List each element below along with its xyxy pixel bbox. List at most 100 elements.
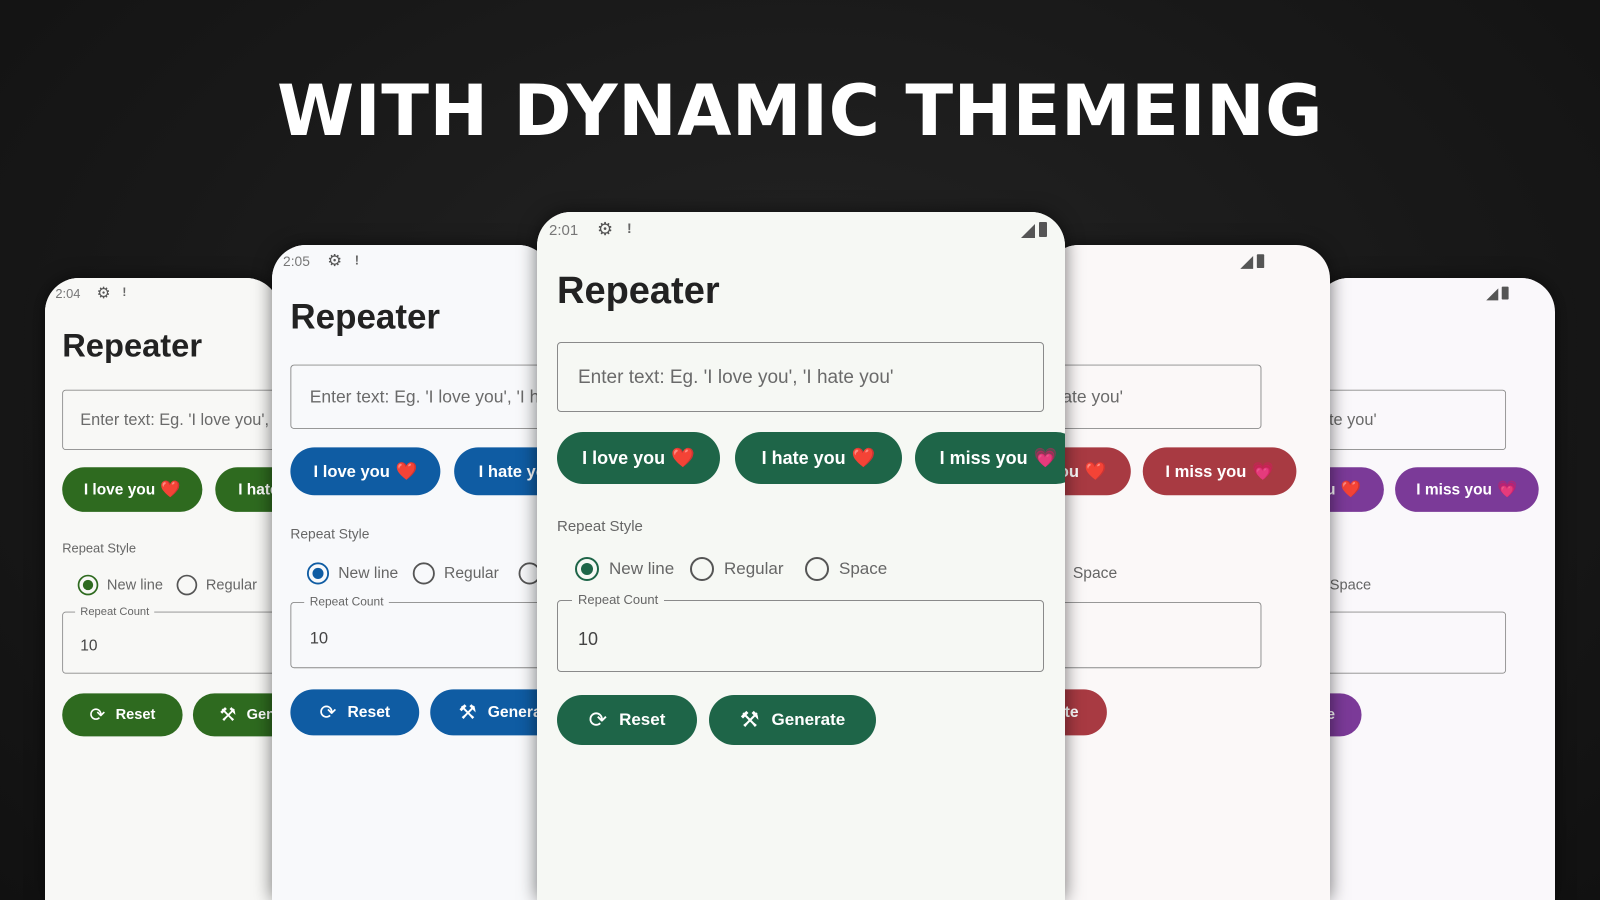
suggestion-chips: I love you ❤️ I hate you ❤️ I miss you 💗 xyxy=(1315,467,1555,512)
repeat-count-input[interactable]: Repeat Count 10 xyxy=(1315,611,1507,674)
headline: WITH DYNAMIC THEMEING xyxy=(276,70,1324,152)
radio-circle xyxy=(77,574,99,596)
text-input[interactable]: Enter text: Eg. 'I love you', 'I hate yo… xyxy=(62,389,280,450)
repeat-count-input[interactable]: Repeat Count 10 xyxy=(62,604,280,674)
heart-icon: 💗 xyxy=(1251,462,1274,482)
radio-new-line[interactable]: New line xyxy=(575,556,674,582)
reset-button[interactable]: ⟳ Reset xyxy=(290,689,420,736)
radio-circle xyxy=(412,562,435,585)
app-screen: 2:01 ⚙ ! Repeater Enter text: Eg. 'I lov… xyxy=(537,212,1065,900)
heart-icon: ❤️ xyxy=(851,448,876,469)
reset-button[interactable]: ⟳ Reset xyxy=(62,693,183,737)
radio-circle xyxy=(575,557,599,581)
repeat-style-label: Repeat Style xyxy=(557,518,643,535)
magic-wand-icon: ⚒ xyxy=(458,700,477,724)
refresh-icon: ⟳ xyxy=(89,703,106,726)
alert-icon: ! xyxy=(354,252,360,268)
repeat-style-label: Repeat Style xyxy=(62,541,137,556)
radio-circle xyxy=(805,557,829,581)
chip-miss[interactable]: I miss you 💗 xyxy=(1395,467,1539,512)
radio-label: New line xyxy=(609,559,675,578)
radio-circle xyxy=(176,574,198,596)
text-input[interactable]: Enter text: Eg. 'I love you', 'I hate yo… xyxy=(1315,389,1507,450)
chip-label: I miss you xyxy=(939,447,1028,468)
generate-button-label: Generate xyxy=(487,703,552,721)
radio-label: Space xyxy=(1072,564,1118,582)
radio-space[interactable]: Space xyxy=(805,556,887,582)
signal-icon xyxy=(1021,224,1035,238)
chip-hate[interactable]: I hate you ❤️ xyxy=(454,447,552,496)
radio-label: New line xyxy=(106,576,163,593)
suggestion-chips: I love you ❤️ I hate you ❤️ I miss you 💗 xyxy=(62,467,280,512)
magic-wand-icon: ⚒ xyxy=(219,703,237,726)
battery-icon xyxy=(1501,286,1509,300)
app-screen: ⚙ ! Repeater Enter text: Eg. 'I love you… xyxy=(1315,278,1539,880)
heart-icon: ❤️ xyxy=(1340,480,1361,500)
heart-icon: ❤️ xyxy=(160,480,181,500)
alert-icon: ! xyxy=(627,220,632,236)
text-input[interactable]: Enter text: Eg. 'I love you', 'I hate yo… xyxy=(1045,364,1262,429)
app-title: Repeater xyxy=(62,327,203,364)
radio-circle xyxy=(306,562,330,585)
chip-hate[interactable]: I hate you ❤️ xyxy=(735,432,902,484)
chip-hate[interactable]: I hate you ❤️ xyxy=(215,467,280,512)
repeat-count-input[interactable]: Repeat Count 10 xyxy=(290,594,552,669)
generate-button[interactable]: ⚒ Generate xyxy=(709,695,876,745)
radio-regular[interactable]: Regular xyxy=(412,561,499,585)
status-time: 2:01 xyxy=(549,222,579,239)
repeat-count-value: 10 xyxy=(80,636,98,654)
gear-icon: ⚙ xyxy=(96,284,111,302)
reset-button-label: Reset xyxy=(115,706,156,723)
reset-button[interactable]: ⟳ Reset xyxy=(557,695,697,745)
chip-love[interactable]: I love you ❤️ xyxy=(557,432,720,484)
reset-button-label: Reset xyxy=(619,710,666,729)
app-screen: ⚙ ! Repeater Enter text: Eg. 'I love you… xyxy=(1045,245,1297,889)
phone-mockup-blue: 2:05 ⚙ ! Repeater Enter text: Eg. 'I lov… xyxy=(272,245,552,900)
magic-wand-icon: ⚒ xyxy=(739,707,760,732)
heart-icon: ❤️ xyxy=(671,448,695,469)
chip-love[interactable]: I love you ❤️ xyxy=(290,447,441,496)
battery-icon xyxy=(1256,254,1265,268)
chip-love[interactable]: I love you ❤️ xyxy=(62,467,203,512)
generate-button-label: Generate xyxy=(246,706,280,723)
phone-mockup-purple: ⚙ ! Repeater Enter text: Eg. 'I love you… xyxy=(1315,278,1555,900)
repeat-style-label: Repeat Style xyxy=(290,526,370,543)
chip-miss[interactable]: I miss you 💗 xyxy=(915,432,1065,484)
chip-miss[interactable]: I miss you 💗 xyxy=(1142,447,1297,496)
radio-new-line[interactable]: New line xyxy=(77,574,163,596)
repeat-count-input[interactable]: Repeat Count 10 xyxy=(1045,601,1262,669)
phone-mockup-red: ⚙ ! Repeater Enter text: Eg. 'I love you… xyxy=(1045,245,1330,900)
status-time: 2:04 xyxy=(55,286,81,302)
generate-button[interactable]: ⚒ Generate xyxy=(192,693,280,737)
radio-label: New line xyxy=(338,564,399,582)
radio-label: Regular xyxy=(444,564,499,582)
status-time: 2:05 xyxy=(283,254,310,270)
repeat-count-value: 10 xyxy=(578,629,599,649)
radio-label: Space xyxy=(1329,576,1372,593)
generate-button[interactable]: ⚒ Generate xyxy=(430,689,552,736)
signal-icon xyxy=(1486,288,1499,301)
phone-mockup-green-left: 2:04 ⚙ ! Repeater Enter text: Eg. 'I lov… xyxy=(45,278,280,900)
gear-icon: ⚙ xyxy=(597,219,614,239)
radio-regular[interactable]: Regular xyxy=(690,556,784,582)
repeat-count-input[interactable]: Repeat Count 10 xyxy=(557,592,1044,672)
battery-icon xyxy=(1039,222,1047,237)
text-input-placeholder: Enter text: Eg. 'I love you', 'I hate yo… xyxy=(1315,411,1377,430)
gear-icon: ⚙ xyxy=(327,251,343,270)
refresh-icon: ⟳ xyxy=(319,700,337,724)
text-input[interactable]: Enter text: Eg. 'I love you', 'I hate yo… xyxy=(290,364,552,429)
phone-mockup-green-center: 2:01 ⚙ ! Repeater Enter text: Eg. 'I lov… xyxy=(537,212,1065,900)
text-input-placeholder: Enter text: Eg. 'I love you', 'I hate yo… xyxy=(578,367,894,388)
heart-icon: ❤️ xyxy=(395,462,418,482)
repeat-count-label: Repeat Count xyxy=(304,594,390,609)
app-screen: 2:04 ⚙ ! Repeater Enter text: Eg. 'I lov… xyxy=(45,278,280,880)
heart-icon: ❤️ xyxy=(1084,462,1107,482)
app-title: Repeater xyxy=(557,270,720,312)
suggestion-chips: I love you ❤️ I hate you ❤️ I miss you 💗 xyxy=(1045,447,1329,496)
text-input[interactable]: Enter text: Eg. 'I love you', 'I hate yo… xyxy=(557,342,1044,412)
radio-label: Space xyxy=(839,559,888,578)
radio-regular[interactable]: Regular xyxy=(176,574,257,596)
radio-new-line[interactable]: New line xyxy=(306,561,399,585)
radio-label: Regular xyxy=(724,559,784,578)
chip-label: I hate you xyxy=(238,480,280,498)
